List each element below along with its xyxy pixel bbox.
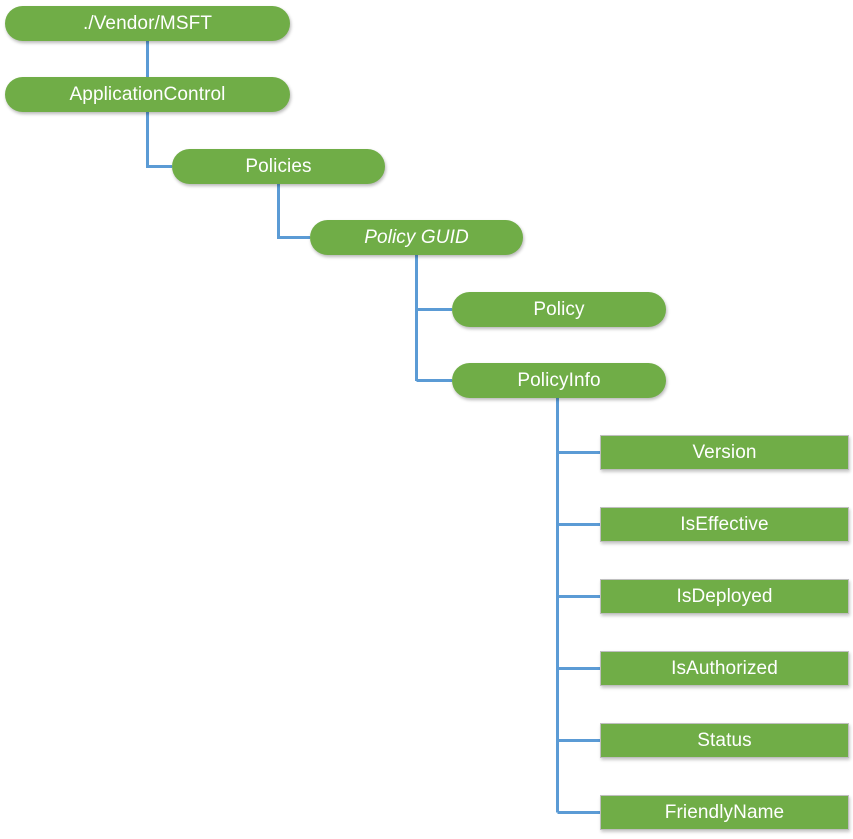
node-leaf-isauthorized[interactable]: IsAuthorized [600,651,849,686]
node-policy-info[interactable]: PolicyInfo [452,363,666,398]
node-application-control[interactable]: ApplicationControl [5,77,290,112]
node-policy-guid[interactable]: Policy GUID [310,220,523,255]
edge-applicationcontrol-to-policies [146,112,172,168]
node-policy[interactable]: Policy [452,292,666,327]
node-leaf-friendlyname[interactable]: FriendlyName [600,795,849,830]
node-policies[interactable]: Policies [172,149,385,184]
node-leaf-status[interactable]: Status [600,723,849,758]
node-leaf-version[interactable]: Version [600,435,849,470]
edge-policies-to-policyguid [277,184,310,239]
node-leaf-isdeployed[interactable]: IsDeployed [600,579,849,614]
node-leaf-iseffective[interactable]: IsEffective [600,507,849,542]
node-vendor-msft[interactable]: ./Vendor/MSFT [5,6,290,41]
